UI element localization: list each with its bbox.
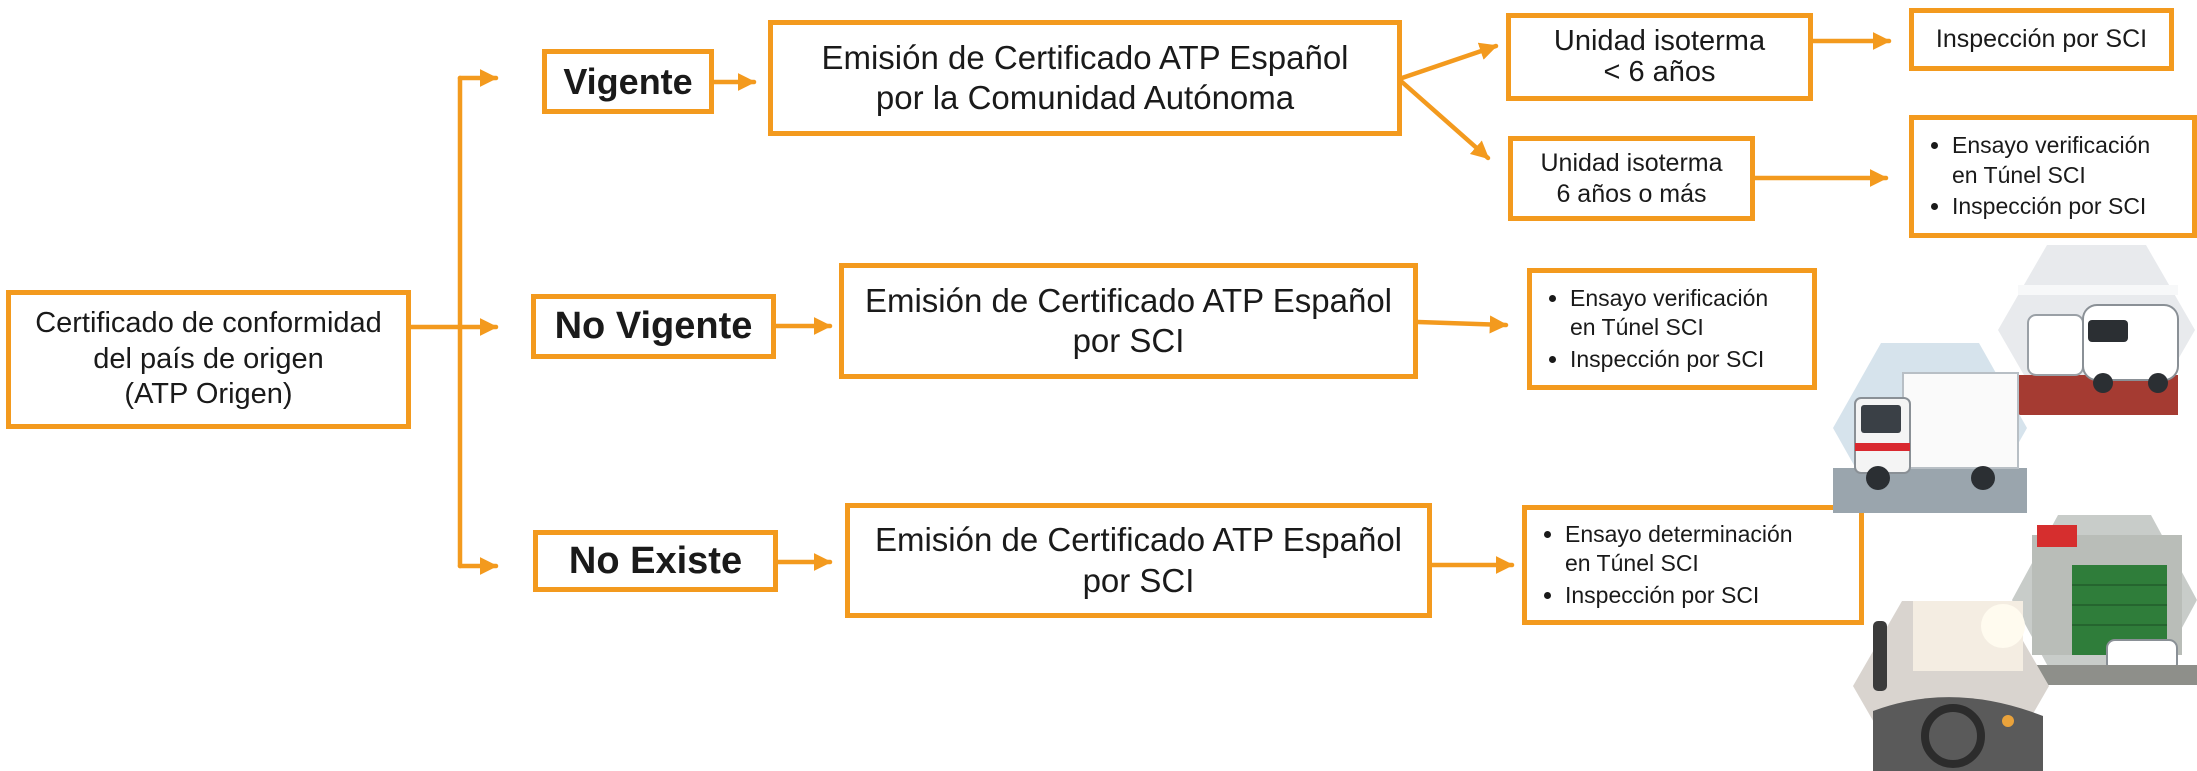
unit-6-years-or-more-box: Unidad isoterma 6 años o más	[1508, 136, 1755, 221]
emission-sci-no-existe-text: Emisión de Certificado ATP Español por S…	[874, 521, 1403, 599]
result-old-unit-list-box: Ensayo verificación en Túnel SCI Inspecc…	[1909, 115, 2197, 238]
result-no-vigente-item: Inspección por SCI	[1570, 345, 1768, 374]
origin-certificate-box: Certificado de conformidad del país de o…	[6, 290, 411, 429]
status-no-vigente-label: No Vigente	[554, 305, 753, 348]
status-no-existe-box: No Existe	[533, 530, 778, 592]
unit-under-6-years-text: Unidad isoterma < 6 años	[1553, 24, 1766, 88]
sci-facility-building-photo	[2012, 515, 2197, 685]
unit-under-6-years-box: Unidad isoterma < 6 años	[1506, 13, 1813, 101]
status-no-vigente-box: No Vigente	[531, 294, 776, 359]
status-vigente-box: Vigente	[542, 49, 714, 114]
emission-ccaa-text: Emisión de Certificado ATP Español por l…	[821, 38, 1349, 116]
result-old-unit-item: Inspección por SCI	[1952, 192, 2150, 221]
emission-ccaa-box: Emisión de Certificado ATP Español por l…	[768, 20, 1402, 136]
emission-sci-no-vigente-text: Emisión de Certificado ATP Español por S…	[864, 281, 1393, 359]
result-no-existe-list: Ensayo determinación en Túnel SCI Inspec…	[1527, 518, 1793, 612]
status-no-existe-label: No Existe	[568, 539, 743, 582]
result-no-vigente-item: Ensayo verificación en Túnel SCI	[1570, 284, 1768, 343]
result-no-existe-item: Ensayo determinación en Túnel SCI	[1565, 520, 1793, 579]
result-no-vigente-list-box: Ensayo verificación en Túnel SCI Inspecc…	[1527, 268, 1817, 390]
emission-sci-no-vigente-box: Emisión de Certificado ATP Español por S…	[839, 263, 1418, 379]
result-no-vigente-list: Ensayo verificación en Túnel SCI Inspecc…	[1532, 282, 1768, 376]
origin-certificate-text: Certificado de conformidad del país de o…	[35, 307, 382, 411]
result-old-unit-list: Ensayo verificación en Túnel SCI Inspecc…	[1914, 129, 2150, 223]
refrigerated-truck-photo	[1833, 343, 2027, 513]
white-vans-in-garage-photo	[1998, 245, 2195, 415]
status-vigente-label: Vigente	[563, 60, 693, 102]
emission-sci-no-existe-box: Emisión de Certificado ATP Español por S…	[845, 503, 1432, 618]
result-no-existe-list-box: Ensayo determinación en Túnel SCI Inspec…	[1522, 505, 1864, 625]
result-old-unit-item: Ensayo verificación en Túnel SCI	[1952, 131, 2150, 190]
result-no-existe-item: Inspección por SCI	[1565, 581, 1793, 610]
truck-cab-interior-photo	[1853, 601, 2049, 771]
unit-6-years-or-more-text: Unidad isoterma 6 años o más	[1540, 149, 1723, 208]
result-inspection-text: Inspección por SCI	[1935, 25, 2148, 54]
result-inspection-box: Inspección por SCI	[1909, 8, 2174, 71]
